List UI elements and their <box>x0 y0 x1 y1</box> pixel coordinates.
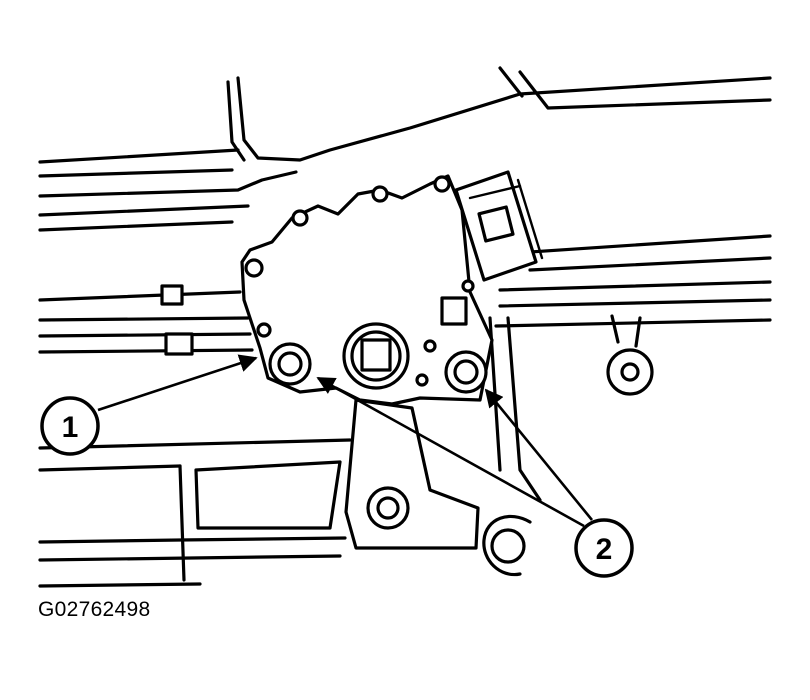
mounting-bolt-right <box>444 350 488 394</box>
figure-caption: G02762498 <box>38 598 151 621</box>
bracket-right <box>606 314 654 396</box>
callout-1-label: 1 <box>62 411 79 444</box>
small-terminal <box>440 296 468 326</box>
callout-1: 1 <box>40 396 100 456</box>
upper-panel <box>226 66 772 162</box>
leader-lines <box>97 354 594 528</box>
frame-rails <box>38 148 772 502</box>
callout-2-label: 2 <box>596 533 613 566</box>
callout-2: 2 <box>574 518 634 578</box>
electrical-connector <box>454 170 544 282</box>
manual-lever <box>344 398 480 550</box>
manual-shaft <box>342 322 410 390</box>
sensor-body <box>240 174 494 406</box>
lower-frame <box>38 438 352 588</box>
stud-left <box>160 284 194 356</box>
hook-lower <box>482 514 532 577</box>
mounting-bolt-left <box>268 342 312 386</box>
